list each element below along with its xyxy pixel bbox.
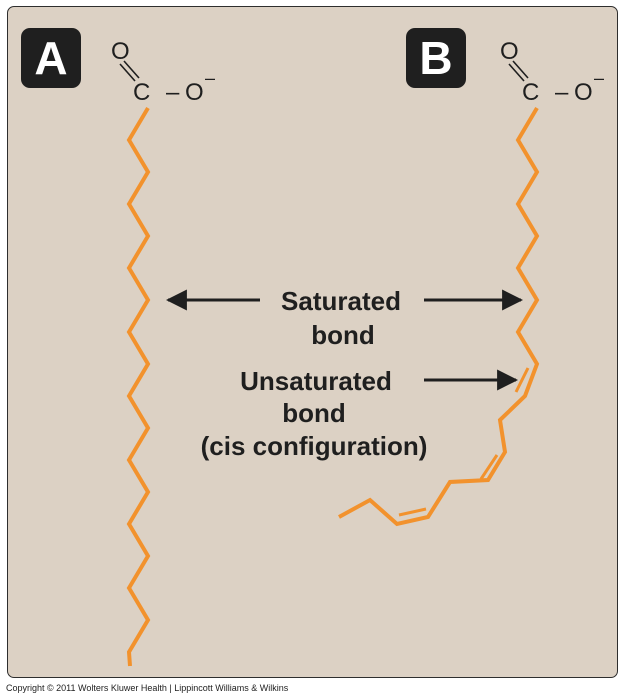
copyright-notice: Copyright © 2011 Wolters Kluwer Health |… xyxy=(6,683,289,693)
carboxyl-b-carbon: C xyxy=(522,79,539,106)
unsaturated-label-line1: Unsaturated xyxy=(240,366,392,396)
saturated-label-line2: bond xyxy=(311,320,375,350)
carboxyl-b-charge: – xyxy=(594,68,604,88)
carboxyl-a-dash: – xyxy=(166,79,180,106)
carboxyl-b-double-oxygen: O xyxy=(500,38,519,65)
panel-label-a: A xyxy=(21,28,81,88)
saturated-label-line1: Saturated xyxy=(281,286,401,316)
carboxyl-b-single-oxygen: O xyxy=(574,79,593,106)
saturated-chain-a xyxy=(126,106,151,667)
carboxyl-b-dash: – xyxy=(555,79,569,106)
unsaturated-label-line3: (cis configuration) xyxy=(201,431,428,461)
unsaturated-chain-b xyxy=(338,106,540,527)
unsaturated-label-line2: bond xyxy=(282,398,346,428)
carboxyl-a-carbon: C xyxy=(133,79,150,106)
carboxyl-a-single-oxygen: O xyxy=(185,79,204,106)
panel-label-b: B xyxy=(406,28,466,88)
carboxyl-a-charge: – xyxy=(205,68,215,88)
diagram-panel: A B xyxy=(7,6,618,678)
cis-double-bond-3 xyxy=(398,507,427,517)
cis-double-bond-2 xyxy=(479,454,499,480)
carboxyl-group-a: O C – O – xyxy=(111,38,215,106)
carboxyl-a-double-oxygen: O xyxy=(111,38,130,65)
carboxyl-group-b: O C – O – xyxy=(500,38,604,106)
